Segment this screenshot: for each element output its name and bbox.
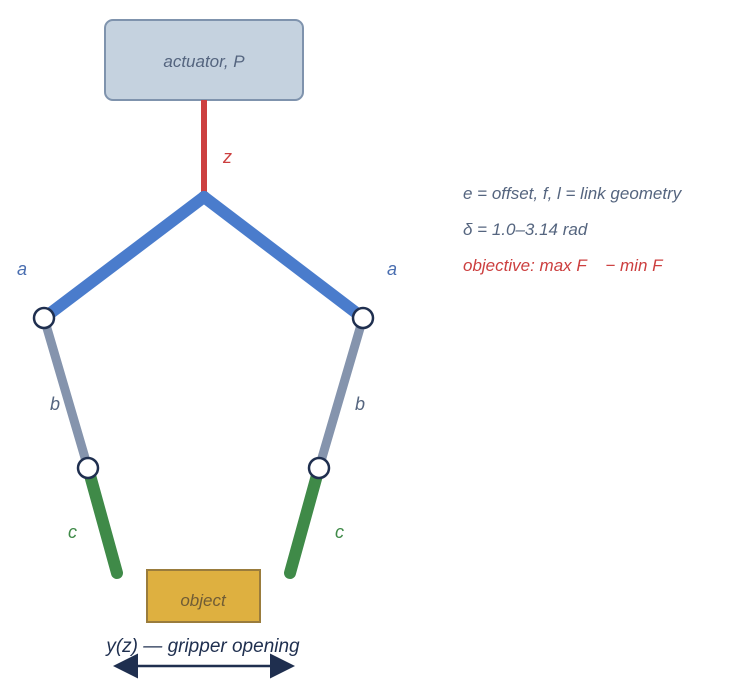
joint-right-lower bbox=[307, 456, 331, 480]
legend-line-3: objective: max F − min F bbox=[463, 256, 664, 275]
link-a-right bbox=[198, 191, 369, 324]
link-b-right bbox=[314, 313, 368, 473]
link-c-left bbox=[82, 462, 123, 579]
link-b-left-label: b bbox=[50, 394, 60, 414]
joint-left-lower bbox=[76, 456, 100, 480]
joint-left-upper bbox=[32, 306, 56, 330]
link-c-right-label: c bbox=[335, 522, 344, 542]
link-c-right bbox=[284, 462, 325, 579]
link-c-left-label: c bbox=[68, 522, 77, 542]
object-label: object bbox=[180, 591, 227, 610]
link-a-right-label: a bbox=[387, 259, 397, 279]
link-a-left bbox=[38, 191, 210, 324]
joint-right-upper bbox=[351, 306, 375, 330]
legend-line-1: e = offset, f, l = link geometry bbox=[463, 184, 683, 203]
gripper-opening-label: y(z) — gripper opening bbox=[104, 636, 300, 657]
object-box bbox=[146, 569, 261, 623]
link-b-left bbox=[39, 313, 93, 473]
link-a-left-label: a bbox=[17, 259, 27, 279]
link-b-right-label: b bbox=[355, 394, 365, 414]
actuator-label: actuator, P bbox=[163, 52, 245, 71]
legend-line-2: δ = 1.0–3.14 rad bbox=[463, 220, 588, 239]
rod-z-label: z bbox=[222, 147, 232, 167]
